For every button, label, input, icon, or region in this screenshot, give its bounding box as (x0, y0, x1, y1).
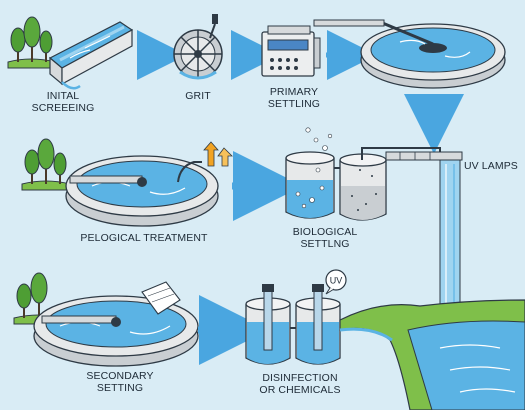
secondary-clarifier (34, 296, 198, 366)
label-primary: PRIMARY SETTLING (258, 86, 330, 110)
label-disinfection: DISINFECTION OR CHEMICALS (240, 372, 360, 396)
label-screening: INITAL SCREEEING (28, 90, 98, 114)
uv-badge-text: UV (330, 276, 343, 286)
uv-waterfall (440, 160, 460, 310)
pelogical-tank (66, 156, 218, 226)
label-biological: BIOLOGICAL SETTLNG (282, 226, 368, 250)
label-uv-lamps: UV LAMPS (464, 160, 524, 172)
label-grit: GRIT (176, 90, 220, 102)
label-pelogical: PELOGICAL TREATMENT (62, 232, 226, 244)
label-secondary: SECONDARY SETTING (72, 370, 168, 394)
